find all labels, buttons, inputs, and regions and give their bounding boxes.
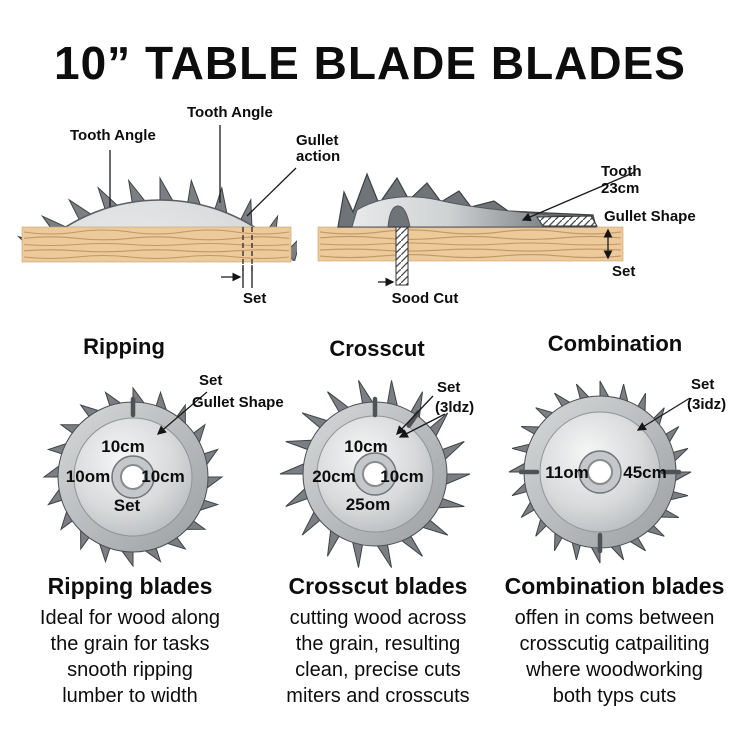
ripping-heading: Ripping blades <box>47 573 213 599</box>
set-callout-2b: (3ldz) <box>435 399 475 416</box>
callout-arrow <box>396 395 434 435</box>
desc-line: where woodworking <box>526 659 703 681</box>
set-label-right: Set <box>612 263 636 280</box>
set-callout-3b: (3idz) <box>687 396 727 413</box>
callout-arrow <box>156 391 208 435</box>
desc-line: offen in coms between <box>514 607 715 629</box>
page-title: 10” TABLE BLADE BLADES <box>54 37 686 89</box>
ripping-title: Ripping <box>83 334 165 359</box>
hatched-tooth-tip <box>536 215 598 227</box>
combination-description: Combination blades offen in coms between… <box>492 573 737 709</box>
crosscut-blade-illustration <box>279 380 471 568</box>
blade3-left-label: 11om <box>545 463 589 482</box>
wood-board <box>21 226 292 263</box>
desc-line: cutting wood across <box>289 607 467 629</box>
set-callout-1: Set <box>199 372 223 389</box>
ripping-blade-illustration <box>42 386 224 568</box>
blade2-top-label: 10cm <box>344 437 388 456</box>
crosscut-title: Crosscut <box>329 336 425 361</box>
set-callout-2: Set <box>437 379 461 396</box>
wood-grain <box>319 229 622 259</box>
ripping-description: Ripping blades Ideal for wood along the … <box>10 573 250 709</box>
blade2-right-label: 10cm <box>380 467 424 486</box>
desc-line: Ideal for wood along <box>39 607 221 629</box>
rip-cut-diagram <box>16 125 297 288</box>
gullet-shape-label: Gullet Shape <box>604 208 696 225</box>
desc-line: clean, precise cuts <box>295 659 461 681</box>
blade1-left-label: 10om <box>65 467 111 486</box>
desc-line: lumber to width <box>62 685 198 707</box>
wood-grain <box>23 229 290 260</box>
gullet-action-label: Gullet action <box>296 132 341 165</box>
tooth-angle-label-1: Tooth Angle <box>70 127 156 144</box>
callout-arrow <box>398 413 446 438</box>
desc-line: miters and crosscuts <box>286 685 470 707</box>
set-callout-3: Set <box>691 376 715 393</box>
blade1-right-label: 10cm <box>141 467 185 486</box>
tooth-angle-label-2: Tooth Angle <box>187 104 273 121</box>
desc-line: crosscutig catpailiting <box>519 633 710 655</box>
set-label-left: Set <box>243 290 267 307</box>
blade1-top-label: 10cm <box>101 437 145 456</box>
tooth-label: Tooth 23cm <box>601 163 642 197</box>
combination-heading: Combination blades <box>504 573 725 599</box>
sood-cut-label: Sood Cut <box>391 290 459 307</box>
blade3-right-label: 45cm <box>623 463 667 482</box>
tooth-pointer <box>521 171 636 222</box>
gullet-action-pointer <box>246 167 297 217</box>
flat-blade-diagram <box>317 171 636 287</box>
blade1-bottom-label: Set <box>113 496 141 515</box>
blade2-bottom-label: 25om <box>345 495 391 514</box>
gullet-shape-callout-1: Gullet Shape <box>192 394 284 411</box>
kerf-bar <box>395 226 409 286</box>
crosscut-description: Crosscut blades cutting wood across the … <box>258 573 498 709</box>
combination-blade-illustration <box>508 380 692 564</box>
blade-body-profile <box>351 196 596 228</box>
desc-line: the grain for tasks <box>50 633 210 655</box>
wood-board <box>317 226 624 262</box>
blade2-left-label: 20cm <box>312 467 356 486</box>
desc-line: both typs cuts <box>552 685 677 707</box>
crosscut-heading: Crosscut blades <box>288 573 468 599</box>
combination-title: Combination <box>547 331 683 356</box>
callout-arrow <box>636 397 691 431</box>
desc-line: snooth ripping <box>67 659 193 681</box>
desc-line: the grain, resulting <box>295 633 461 655</box>
